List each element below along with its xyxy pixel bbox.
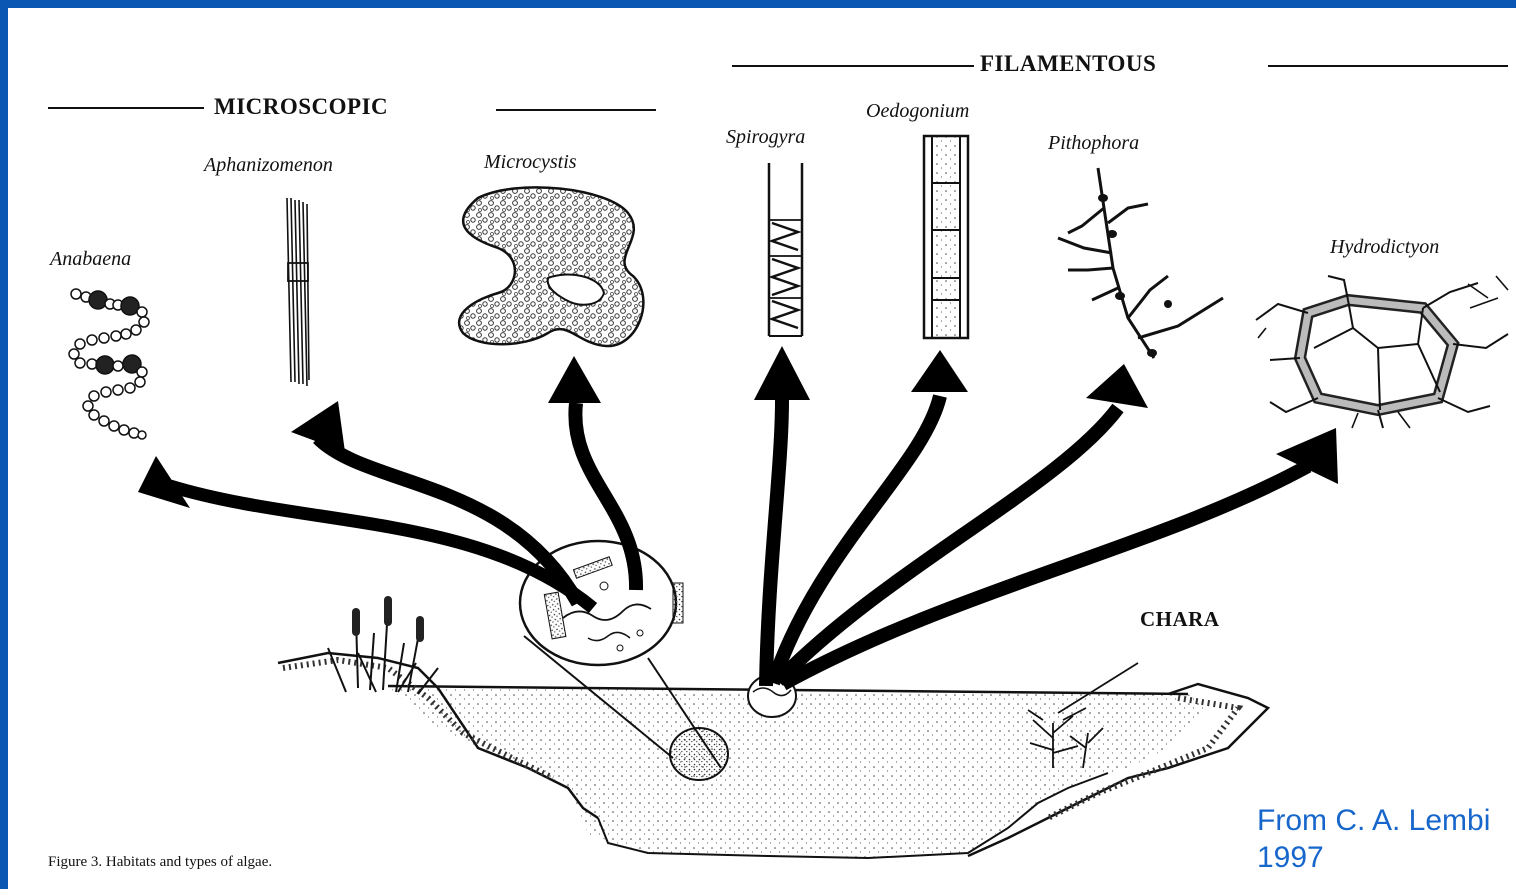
source-credit: From C. A. Lembi 1997 bbox=[1257, 802, 1516, 876]
aphanizomenon-drawing bbox=[287, 198, 309, 386]
microcystis-drawing bbox=[459, 187, 643, 346]
credit-line-2: 1997 bbox=[1257, 839, 1516, 876]
label-spirogyra: Spirogyra bbox=[726, 126, 805, 149]
arrows bbox=[138, 346, 1338, 686]
label-anabaena: Anabaena bbox=[50, 248, 131, 271]
credit-line-1: From C. A. Lembi bbox=[1257, 802, 1516, 839]
label-chara: CHARA bbox=[1140, 607, 1220, 632]
heading-filamentous: FILAMENTOUS bbox=[980, 51, 1156, 77]
label-microcystis: Microcystis bbox=[484, 151, 577, 174]
heading-microscopic: MICROSCOPIC bbox=[214, 94, 388, 120]
label-aphanizomenon: Aphanizomenon bbox=[204, 154, 333, 177]
label-oedogonium: Oedogonium bbox=[866, 100, 969, 123]
figure-caption: Figure 3. Habitats and types of algae. bbox=[48, 854, 272, 871]
spirogyra-drawing bbox=[769, 163, 802, 336]
anabaena-drawing bbox=[69, 289, 149, 439]
label-pithophora: Pithophora bbox=[1048, 132, 1139, 155]
hydrodictyon-drawing bbox=[1256, 276, 1508, 428]
label-hydrodictyon: Hydrodictyon bbox=[1330, 236, 1439, 259]
pithophora-drawing bbox=[1058, 168, 1223, 358]
cattail-reeds bbox=[328, 596, 438, 694]
oedogonium-drawing bbox=[924, 136, 968, 338]
